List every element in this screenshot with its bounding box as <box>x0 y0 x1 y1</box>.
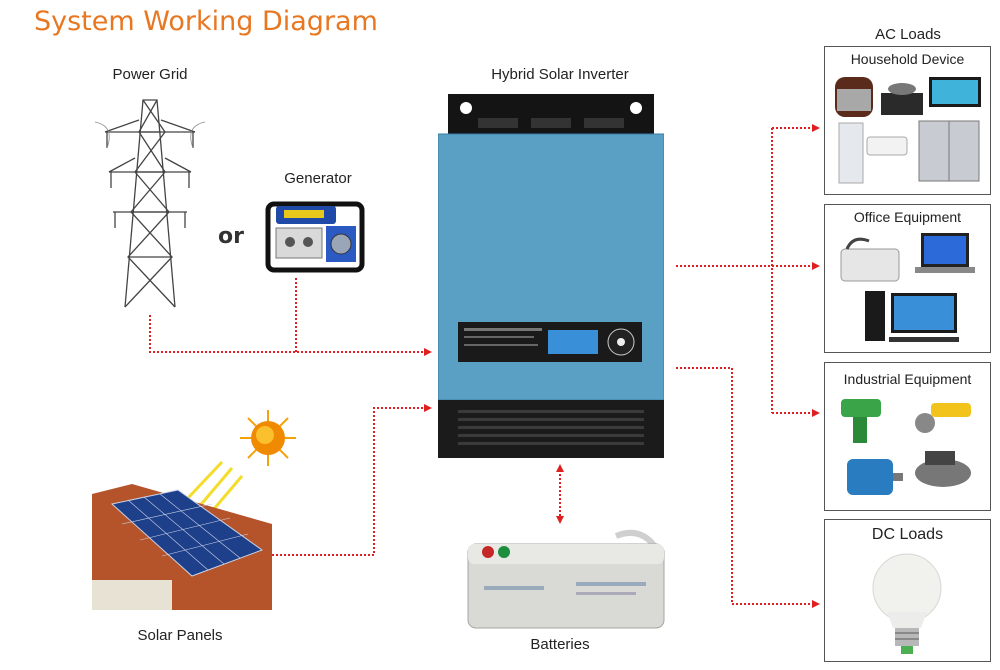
household-appliances-icon <box>835 77 981 184</box>
power-tower-icon <box>95 99 205 308</box>
generator-label: Generator <box>284 170 352 187</box>
grid-to-inverter-line <box>149 315 432 356</box>
sun-icon <box>240 410 296 466</box>
ac-loads-label: AC Loads <box>875 26 941 43</box>
dc-loads-title: DC Loads <box>871 526 944 543</box>
dc-loads-box: DC Loads <box>824 519 991 662</box>
inverter-to-dc-loads-line <box>676 367 820 608</box>
inverter-label: Hybrid Solar Inverter <box>491 66 629 83</box>
household-device-box: Household Device <box>824 46 991 195</box>
page-title: System Working Diagram <box>34 6 378 37</box>
or-text: or <box>218 224 244 249</box>
household-device-title: Household Device <box>850 51 965 67</box>
solar-panels-label: Solar Panels <box>137 627 223 644</box>
battery-icon <box>467 530 665 629</box>
industrial-equipment-icon <box>841 399 971 495</box>
hybrid-inverter-icon <box>438 94 664 458</box>
office-equipment-box: Office Equipment <box>824 204 991 353</box>
office-equipment-title: Office Equipment <box>853 209 962 225</box>
industrial-equipment-title: Industrial Equipment <box>843 371 972 387</box>
solar-to-inverter-line <box>268 404 432 556</box>
light-bulb-icon <box>872 553 942 654</box>
generator-icon <box>265 201 365 273</box>
batteries-label: Batteries <box>530 636 590 653</box>
solar-panel-icon <box>92 484 272 610</box>
power-grid-label: Power Grid <box>112 66 188 83</box>
office-equipment-icon <box>840 233 975 342</box>
industrial-equipment-box: Industrial Equipment <box>824 362 991 511</box>
